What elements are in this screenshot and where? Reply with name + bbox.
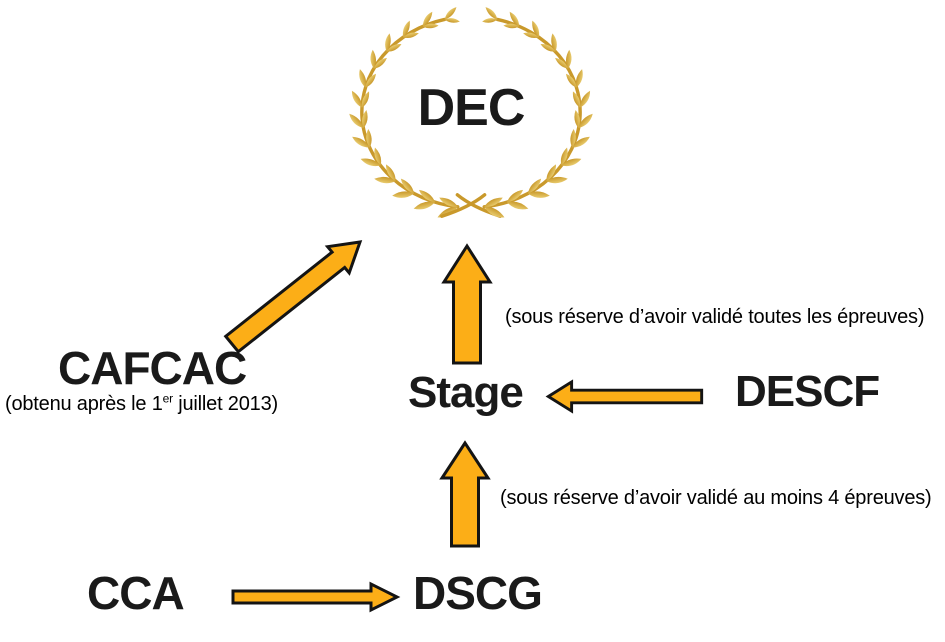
node-dec: DEC [417,79,526,137]
node-stage: Stage [408,368,524,417]
arrow-diagonal-cafcac-to-dec-icon [223,240,363,354]
note-cafcac-suffix: juillet 2013) [172,393,278,415]
laurel-wreath-icon [349,7,593,218]
arrow-right-cca-to-dscg-icon [231,581,401,613]
note-cafcac-superscript: er [162,391,173,406]
note-stage-to-dec: (sous réserve d’avoir validé toutes les … [505,306,925,328]
arrow-up-stage-to-dec-icon [441,243,493,365]
node-cca: CCA [87,567,185,619]
note-dscg-to-stage: (sous réserve d’avoir validé au moins 4 … [500,487,932,509]
note-cafcac-date: (obtenu après le 1er juillet 2013) [5,392,278,417]
node-descf: DESCF [735,367,880,416]
node-dscg: DSCG [413,567,543,619]
note-cafcac-prefix: (obtenu après le 1 [5,393,163,415]
node-cafcac: CAFCAC [58,342,247,394]
arrow-left-descf-to-stage-icon [545,379,704,414]
arrow-up-dscg-to-stage-icon [439,440,491,548]
